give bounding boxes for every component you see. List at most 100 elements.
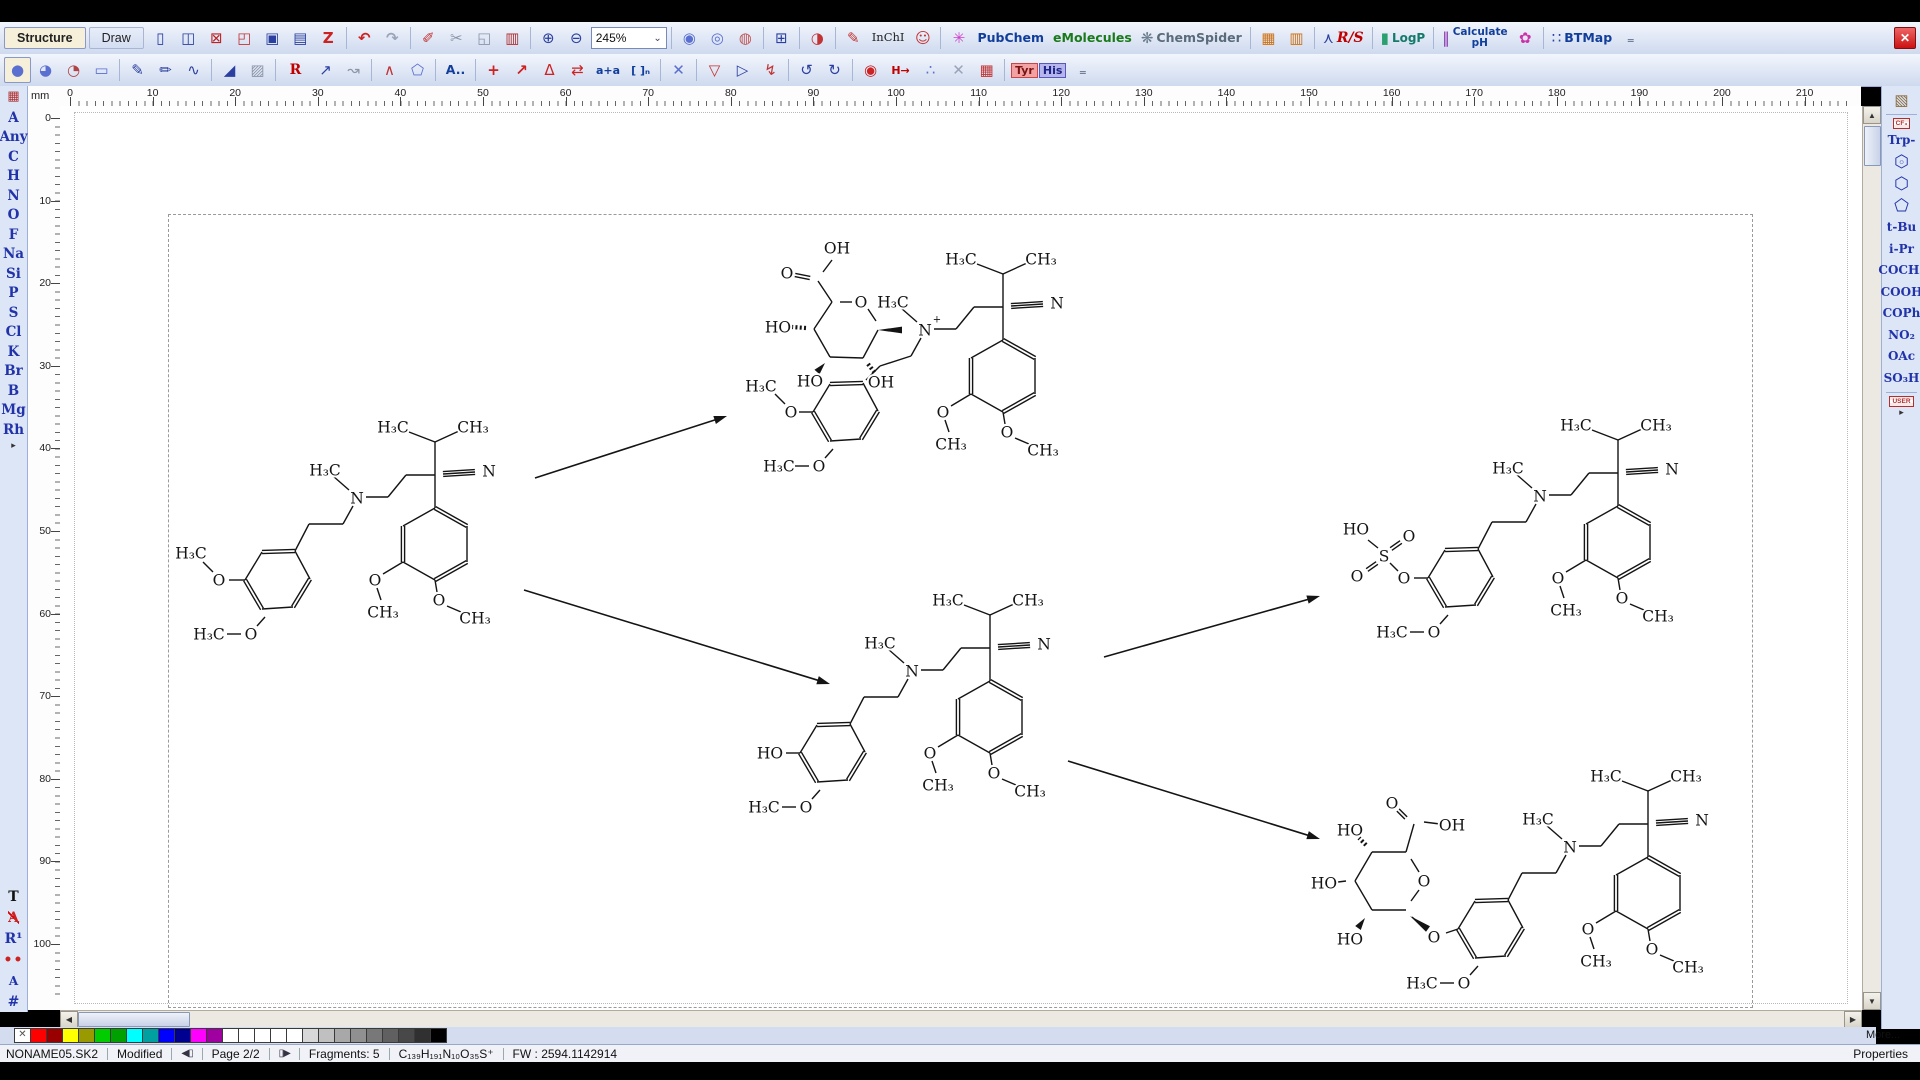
select-rectangle-icon[interactable]: ▭ (88, 57, 115, 83)
element-button-a[interactable]: A (8, 109, 19, 126)
export-pdf-icon[interactable]: Z (315, 25, 342, 51)
copy-icon[interactable]: ◱ (471, 25, 498, 51)
calc-ph[interactable]: ‖Calculate pH (1438, 25, 1511, 51)
element-button-b[interactable]: B (7, 382, 20, 399)
web-search-icon[interactable]: ✳ (945, 25, 972, 51)
template-soh[interactable]: SO₃H (1883, 370, 1920, 385)
color-swatch[interactable] (398, 1028, 415, 1043)
plus-tool-icon[interactable]: + (480, 57, 507, 83)
polymer-brackets[interactable]: [ ]ₙ (625, 57, 656, 83)
wedge-bond-icon[interactable]: ◢ (216, 57, 243, 83)
template-cyclohexane[interactable]: ⬡ (1894, 173, 1909, 193)
color-swatch[interactable] (366, 1028, 383, 1043)
equilibrium-arrow-icon[interactable]: ⇄ (564, 57, 591, 83)
element-button-any[interactable]: Any (0, 129, 28, 146)
tab-structure[interactable]: Structure (4, 27, 86, 49)
color-swatch[interactable] (430, 1028, 447, 1043)
color-swatch[interactable] (110, 1028, 127, 1043)
template-trp[interactable]: Trp- (1887, 132, 1916, 147)
element-button-c[interactable]: C (8, 148, 19, 165)
generate-inchi[interactable]: InChI (868, 25, 909, 51)
element-button-na[interactable]: Na (2, 246, 25, 263)
draw-chain-icon[interactable]: ∿ (180, 57, 207, 83)
template-coph[interactable]: COPh (1882, 306, 1920, 321)
paste-icon[interactable]: ▥ (499, 25, 526, 51)
color-swatch[interactable] (270, 1028, 287, 1043)
color-swatch[interactable] (190, 1028, 207, 1043)
previous-page-icon[interactable]: ◀▯ (181, 1048, 193, 1059)
more-button[interactable]: More... (1866, 1029, 1901, 1041)
chemspider-search[interactable]: ❋ChemSpider (1137, 25, 1246, 51)
delete-page-icon[interactable]: ⊠ (203, 25, 230, 51)
redo-icon[interactable]: ↷ (379, 25, 406, 51)
color-swatch[interactable] (254, 1028, 271, 1043)
color-swatch[interactable] (318, 1028, 335, 1043)
logp-calc[interactable]: ▮LogP (1377, 25, 1430, 51)
btmap[interactable]: ∷BTMap (1548, 25, 1616, 51)
template-cooh[interactable]: COOH (1880, 284, 1920, 299)
zoom-select-dropdown[interactable]: 245%⌄ (590, 27, 667, 49)
toolbar-overflow-2-icon[interactable]: ₌ (1069, 57, 1096, 83)
numbering-tool[interactable]: # (7, 993, 20, 1010)
text-tool[interactable]: A.. (440, 57, 471, 83)
remove-stereo-icon[interactable]: ✕ (945, 57, 972, 83)
template-tbu[interactable]: t-Bu (1886, 220, 1917, 235)
open-file-icon[interactable]: ◰ (231, 25, 258, 51)
template-no[interactable]: NO₂ (1888, 327, 1915, 342)
expander-icon[interactable]: ▸ (1899, 406, 1904, 417)
add-hydrogens[interactable]: H→ (885, 57, 916, 83)
color-swatch[interactable] (30, 1028, 47, 1043)
reaction-arrow-icon[interactable]: ↗ (508, 57, 535, 83)
delete-atom-tool[interactable]: A (8, 907, 19, 928)
3d-viewer-icon[interactable]: ◉ (676, 25, 703, 51)
periodic-table-icon[interactable]: ▦ (7, 88, 20, 103)
template-ipr[interactable]: i-Pr (1889, 241, 1914, 256)
step-tool-icon[interactable]: ▷ (729, 57, 756, 83)
check-structure-icon[interactable]: ☺ (909, 25, 936, 51)
arrow-bond-icon[interactable]: ↗ (312, 57, 339, 83)
dictionary-icon[interactable]: ▧ (1894, 92, 1909, 109)
3d-rotate-icon[interactable]: ◍ (732, 25, 759, 51)
generate-name-icon[interactable]: ✎ (840, 25, 867, 51)
vertical-scrollbar[interactable]: ▲ ▼ (1862, 106, 1881, 1010)
break-bond-icon[interactable]: ↯ (757, 57, 784, 83)
color-swatch[interactable] (174, 1028, 191, 1043)
draw-normal-icon[interactable]: ✎ (124, 57, 151, 83)
close-icon[interactable]: ✕ (1894, 27, 1916, 49)
element-button-p[interactable]: P (8, 285, 19, 302)
template-benzene[interactable]: ⬡○ (1894, 151, 1909, 171)
tautomers-icon[interactable]: ▦ (1255, 25, 1282, 51)
atom-query-tool[interactable]: A (8, 973, 19, 988)
element-button-o[interactable]: O (7, 207, 20, 224)
property-table-icon[interactable]: ▦ (973, 57, 1000, 83)
element-button-s[interactable]: S (8, 304, 19, 321)
user-table-icon[interactable]: USER (1889, 395, 1914, 407)
toolbar-overflow-icon[interactable]: ₌ (1617, 25, 1644, 51)
select-rotate-icon[interactable]: ● (4, 57, 31, 83)
color-swatch[interactable] (142, 1028, 159, 1043)
color-swatch[interactable] (414, 1028, 431, 1043)
zoom-out-icon[interactable]: ⊖ (563, 25, 590, 51)
element-button-rh[interactable]: Rh (2, 421, 25, 438)
no-color-swatch[interactable]: ✕ (14, 1028, 31, 1043)
scroll-down-button[interactable]: ▼ (1863, 992, 1881, 1010)
scroll-left-button[interactable]: ◀ (60, 1011, 78, 1028)
pubchem-search[interactable]: PubChem (973, 25, 1048, 51)
horizontal-scroll-thumb[interactable] (78, 1012, 190, 1027)
element-button-h[interactable]: H (7, 168, 20, 185)
radicals-table-icon[interactable]: CF₃ (1892, 118, 1911, 129)
dye-tool-icon[interactable]: ✿ (1512, 25, 1539, 51)
color-swatch[interactable] (222, 1028, 239, 1043)
copy-page-icon[interactable]: ◫ (175, 25, 202, 51)
select-fragment-icon[interactable]: ◔ (60, 57, 87, 83)
emolecules-search[interactable]: eMolecules (1049, 25, 1136, 51)
color-swatch[interactable] (286, 1028, 303, 1043)
vertical-scroll-thumb[interactable] (1864, 126, 1881, 166)
delete-tool-icon[interactable]: ✕ (665, 57, 692, 83)
eraser-icon[interactable]: ✐ (415, 25, 442, 51)
draw-continuous-icon[interactable]: ✏ (152, 57, 179, 83)
element-button-cl[interactable]: Cl (5, 324, 22, 341)
template-oac[interactable]: OAc (1887, 349, 1916, 364)
color-swatch[interactable] (62, 1028, 79, 1043)
